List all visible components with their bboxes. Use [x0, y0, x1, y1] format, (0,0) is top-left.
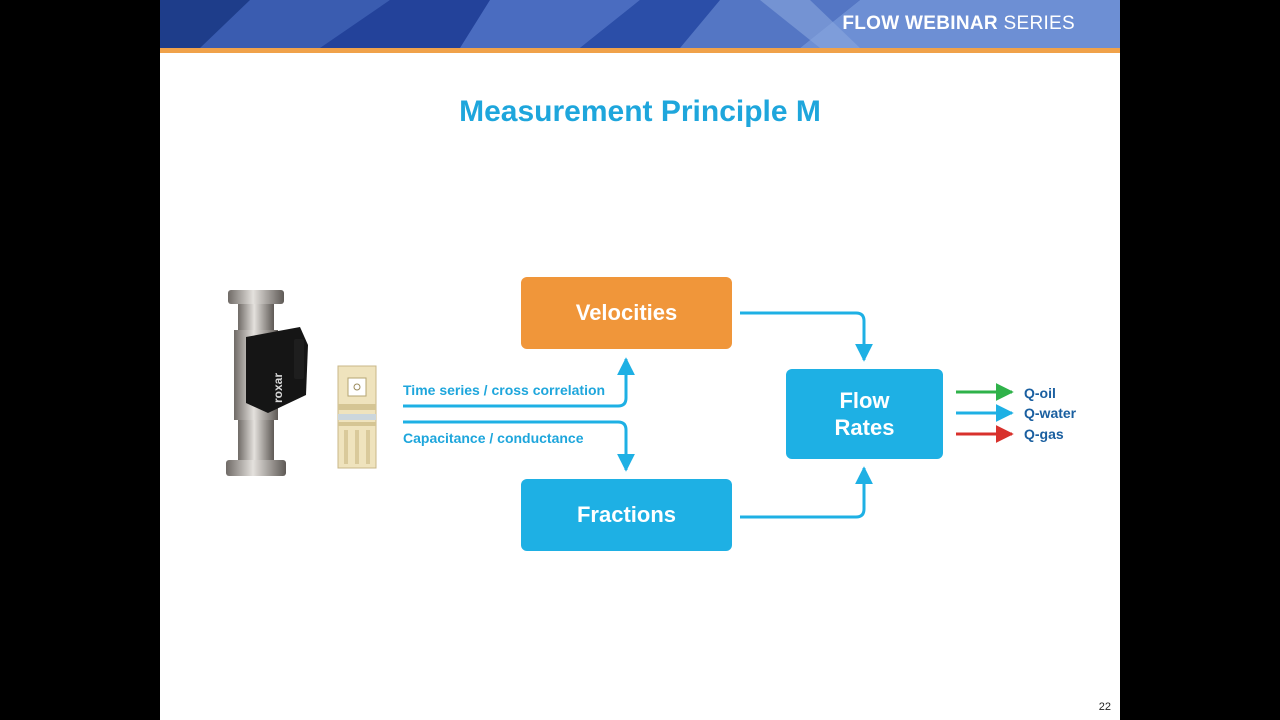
flow-meter-image: roxar [226, 290, 308, 476]
output-q-gas: Q-gas [1024, 426, 1064, 442]
edge-velocities-to-flow [740, 311, 873, 362]
series-title: FLOW WEBINAR SERIES [842, 13, 1075, 35]
output-q-water: Q-water [1024, 405, 1077, 421]
edge-to-velocities [403, 357, 635, 408]
banner-rule [160, 48, 1120, 53]
device-logo-text: roxar [271, 373, 285, 403]
slide-title: Measurement Principle M [459, 95, 821, 128]
page-number: 22 [1098, 701, 1111, 713]
banner-pattern [160, 0, 1120, 48]
output-q-oil: Q-oil [1024, 385, 1056, 401]
edge-fractions-to-flow [740, 466, 873, 519]
node-velocities: Velocities [521, 277, 732, 349]
node-flow-line2: Rates [834, 415, 895, 440]
slide: FLOW WEBINAR SERIES Measurement Principl… [160, 0, 1120, 720]
sensor-image [337, 365, 377, 469]
label-time-series: Time series / cross correlation [403, 382, 606, 398]
label-capacitance: Capacitance / conductance [403, 430, 584, 446]
series-title-bold: FLOW WEBINAR [842, 13, 998, 34]
node-fractions: Fractions [521, 479, 732, 551]
header-banner: FLOW WEBINAR SERIES [160, 0, 1120, 48]
edge-to-fractions [403, 420, 635, 472]
node-flow-rates: Flow Rates [786, 369, 943, 459]
series-title-light: SERIES [1003, 13, 1075, 34]
node-flow-line1: Flow [839, 388, 890, 413]
connector-layer [403, 311, 1014, 519]
